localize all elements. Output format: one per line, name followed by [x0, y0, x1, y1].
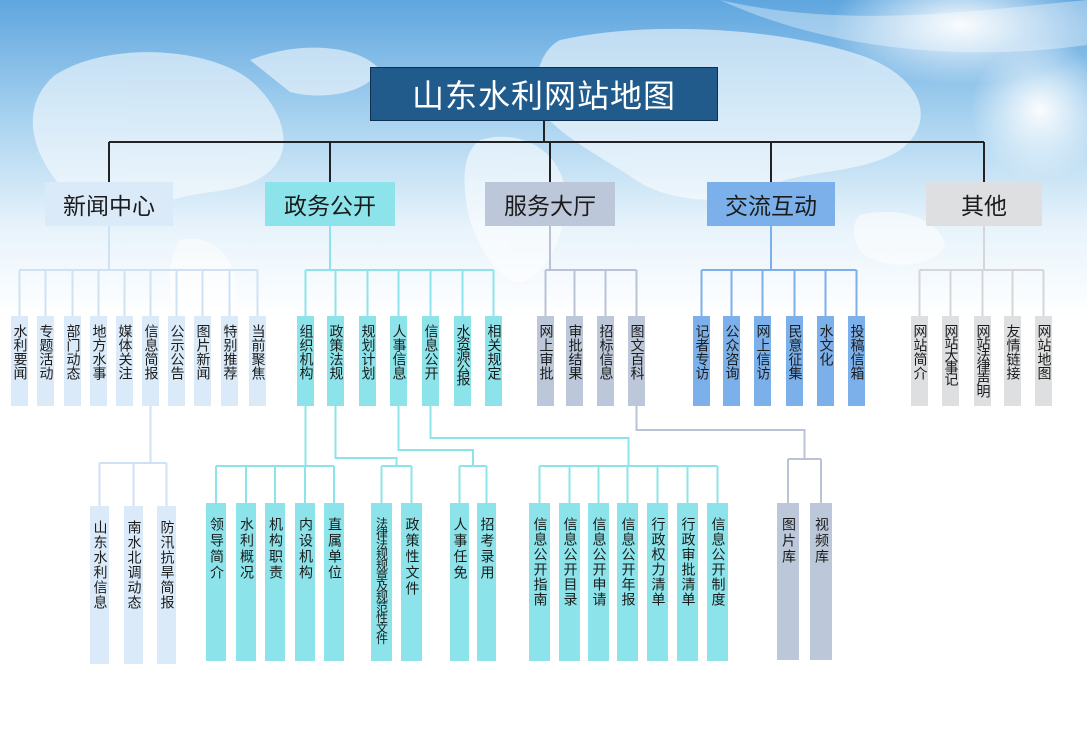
nav-link-视频库[interactable]: 视频库 [810, 503, 832, 660]
nav-link-信息公开年报[interactable]: 信息公开年报 [617, 503, 638, 661]
nav-link-友情链接[interactable]: 友情链接 [1004, 316, 1021, 406]
nav-link-信息公开目录[interactable]: 信息公开目录 [559, 503, 580, 661]
nav-link-直属单位[interactable]: 直属单位 [324, 503, 344, 661]
nav-link-人事信息[interactable]: 人事信息 [390, 316, 407, 406]
nav-link-水利概况[interactable]: 水利概况 [236, 503, 256, 661]
nav-link-相关规定[interactable]: 相关规定 [485, 316, 502, 406]
nav-link-信息公开制度[interactable]: 信息公开制度 [707, 503, 728, 661]
nav-link-南水北调动态[interactable]: 南水北调动态 [124, 506, 143, 664]
nav-link-图文百科[interactable]: 图文百科 [628, 316, 645, 406]
nav-link-媒体关注[interactable]: 媒体关注 [116, 316, 133, 406]
nav-link-防汛抗旱简报[interactable]: 防汛抗旱简报 [157, 506, 176, 664]
nav-link-公示公告[interactable]: 公示公告 [168, 316, 185, 406]
nav-link-网站大事记[interactable]: 网站大事记 [942, 316, 959, 406]
nav-link-专题活动[interactable]: 专题活动 [37, 316, 54, 406]
nav-link-部门动态[interactable]: 部门动态 [64, 316, 81, 406]
nav-link-政策性文件[interactable]: 政策性文件 [401, 503, 422, 661]
category-interaction[interactable]: 交流互动 [707, 182, 835, 226]
nav-link-公众咨询[interactable]: 公众咨询 [723, 316, 740, 406]
nav-link-网站简介[interactable]: 网站简介 [911, 316, 928, 406]
nav-link-领导简介[interactable]: 领导简介 [206, 503, 226, 661]
nav-link-民意征集[interactable]: 民意征集 [786, 316, 803, 406]
nav-link-法律法规规章及规范性文件[interactable]: 法律法规规章及规范性文件 [371, 503, 392, 661]
nav-link-特别推荐[interactable]: 特别推荐 [221, 316, 238, 406]
nav-link-山东水利信息[interactable]: 山东水利信息 [90, 506, 109, 664]
nav-link-当前聚焦[interactable]: 当前聚焦 [249, 316, 266, 406]
nav-link-机构职责[interactable]: 机构职责 [265, 503, 285, 661]
nav-link-信息公开申请[interactable]: 信息公开申请 [588, 503, 609, 661]
nav-link-地方水事[interactable]: 地方水事 [90, 316, 107, 406]
nav-link-网站地图[interactable]: 网站地图 [1035, 316, 1052, 406]
nav-link-行政权力清单[interactable]: 行政权力清单 [647, 503, 668, 661]
nav-link-网上信访[interactable]: 网上信访 [754, 316, 771, 406]
sitemap-title[interactable]: 山东水利网站地图 [370, 67, 718, 121]
nav-link-信息公开指南[interactable]: 信息公开指南 [529, 503, 550, 661]
nav-link-网上审批[interactable]: 网上审批 [537, 316, 554, 406]
nav-link-行政审批清单[interactable]: 行政审批清单 [677, 503, 698, 661]
nav-link-招标信息[interactable]: 招标信息 [597, 316, 614, 406]
nav-link-政策法规[interactable]: 政策法规 [327, 316, 344, 406]
nav-link-规划计划[interactable]: 规划计划 [359, 316, 376, 406]
nav-link-投稿信箱[interactable]: 投稿信箱 [848, 316, 865, 406]
nav-link-信息公开[interactable]: 信息公开 [422, 316, 439, 406]
nav-link-水利要闻[interactable]: 水利要闻 [11, 316, 28, 406]
nav-link-水文化[interactable]: 水文化 [817, 316, 834, 406]
nav-link-人事任免[interactable]: 人事任免 [450, 503, 469, 661]
nav-link-图片库[interactable]: 图片库 [777, 503, 799, 660]
nav-link-招考录用[interactable]: 招考录用 [477, 503, 496, 661]
nav-link-审批结果[interactable]: 审批结果 [566, 316, 583, 406]
nav-link-信息简报[interactable]: 信息简报 [142, 316, 159, 406]
nav-link-网站法律声明[interactable]: 网站法律声明 [974, 316, 991, 406]
category-government-affairs[interactable]: 政务公开 [265, 182, 395, 226]
nav-link-图片新闻[interactable]: 图片新闻 [194, 316, 211, 406]
nav-link-记者专访[interactable]: 记者专访 [693, 316, 710, 406]
nav-link-内设机构[interactable]: 内设机构 [295, 503, 315, 661]
nav-link-水资源公报[interactable]: 水资源公报 [454, 316, 471, 406]
nav-link-组织机构[interactable]: 组织机构 [297, 316, 314, 406]
category-service-hall[interactable]: 服务大厅 [485, 182, 615, 226]
category-news-center[interactable]: 新闻中心 [45, 182, 173, 226]
category-other[interactable]: 其他 [926, 182, 1042, 226]
